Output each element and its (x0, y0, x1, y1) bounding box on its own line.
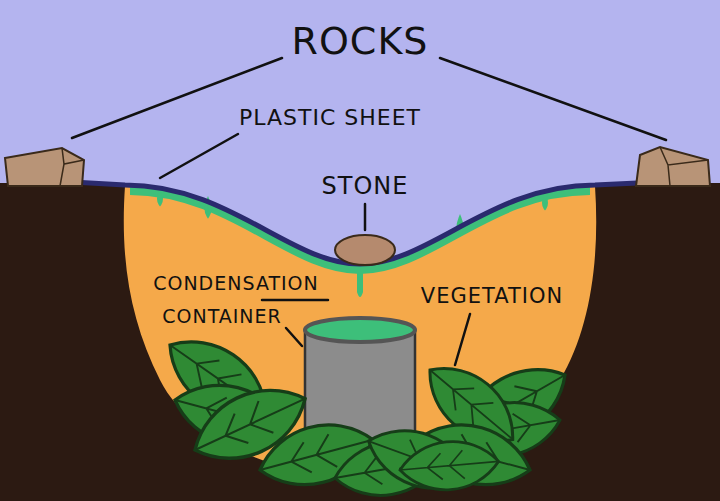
rock (5, 148, 84, 186)
part-label: PLASTIC SHEET (239, 106, 421, 130)
condensation-film (130, 191, 590, 270)
rock-edge (660, 147, 708, 186)
part-label: STONE (322, 173, 409, 199)
vegetation (183, 372, 538, 501)
leader-lines (72, 58, 666, 365)
drip (357, 270, 363, 297)
rock (636, 147, 710, 186)
rock-edge (60, 148, 84, 186)
part-label: ROCKS (292, 21, 429, 63)
part-label: CONDENSATION (153, 273, 319, 294)
part-label: CONTAINER (162, 306, 282, 327)
part-label: VEGETATION (421, 285, 563, 308)
stone (335, 235, 395, 265)
